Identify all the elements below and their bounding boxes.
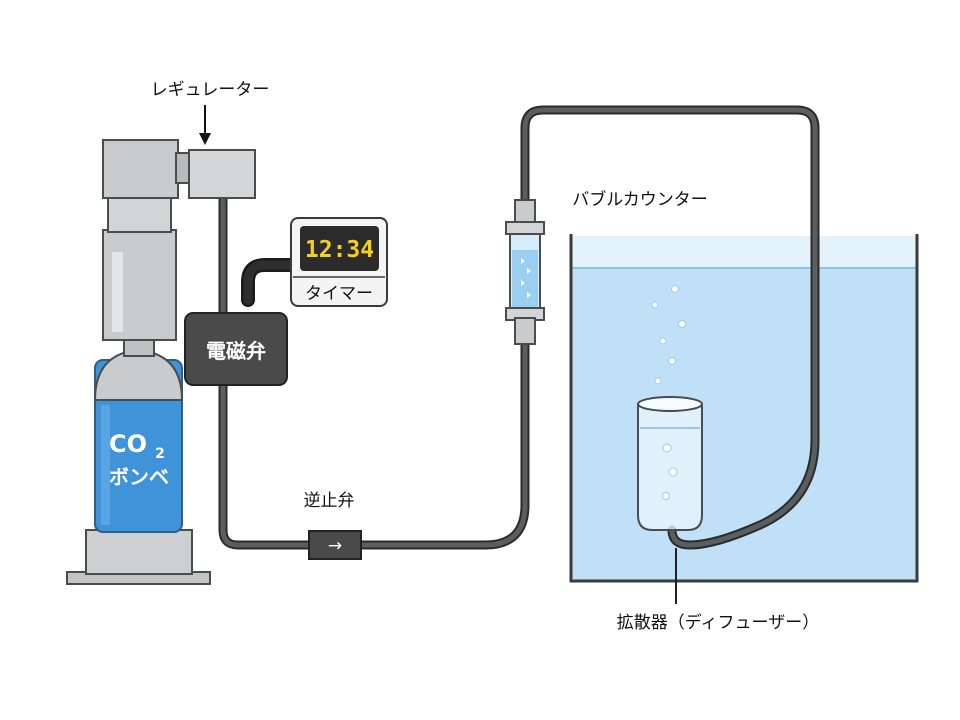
regulator-highlight	[112, 252, 123, 332]
bubbles	[651, 285, 686, 385]
timer-label: タイマー	[305, 284, 373, 304]
diffuser	[637, 396, 703, 531]
co2-cylinder	[66, 337, 211, 585]
bubble-counter-bubbles	[521, 258, 531, 298]
bubble	[671, 285, 679, 293]
solenoid-valve: 電磁弁	[184, 312, 288, 386]
cylinder-name-label: ボンベ	[109, 465, 169, 489]
check-valve-arrow-icon: →	[328, 536, 342, 556]
timer-time: 12:34	[305, 237, 374, 263]
cylinder-subscript: 2	[155, 446, 165, 462]
timer: 12:34 タイマー	[290, 217, 388, 307]
diffuser-bubble	[662, 443, 672, 453]
bubble	[659, 337, 667, 345]
diffuser-bubble	[662, 492, 670, 500]
cylinder-highlight	[101, 405, 110, 525]
regulator-outlet	[188, 149, 256, 199]
check-valve-label: 逆止弁	[304, 491, 355, 511]
solenoid-label: 電磁弁	[206, 339, 266, 363]
bubble-counter	[505, 199, 545, 345]
regulator-head	[102, 139, 179, 199]
regulator-arrow	[199, 105, 211, 145]
diffuser-bubble	[668, 467, 678, 477]
bubble	[678, 320, 686, 328]
air-gap	[571, 236, 917, 268]
co2-tubing	[218, 105, 820, 550]
regulator	[102, 139, 256, 341]
cylinder-shoulder	[93, 348, 184, 401]
diffuser-glass	[637, 403, 703, 531]
bubble-counter-top-ring	[505, 221, 545, 235]
check-valve-body	[308, 530, 362, 560]
check-valve: →	[308, 530, 362, 560]
bubble-counter-water	[512, 250, 538, 308]
bubble-counter-top-cap	[514, 199, 536, 225]
bubble	[654, 377, 662, 385]
diffuser-rim	[637, 396, 703, 412]
bubble	[668, 357, 676, 365]
cylinder-co-label: CO	[109, 430, 147, 458]
timer-screen	[300, 226, 379, 271]
bubble	[651, 301, 659, 309]
diffuser-label: 拡散器（ディフューザー）	[617, 612, 819, 633]
bubble-counter-label: バブルカウンター	[572, 189, 708, 210]
bubble-counter-bottom-cap	[514, 317, 536, 345]
cylinder-stand	[85, 529, 193, 575]
solenoid-body	[184, 312, 288, 386]
tank-wall	[569, 234, 919, 583]
regulator-label: レギュレーター	[151, 80, 270, 100]
regulator-neck	[107, 195, 172, 233]
